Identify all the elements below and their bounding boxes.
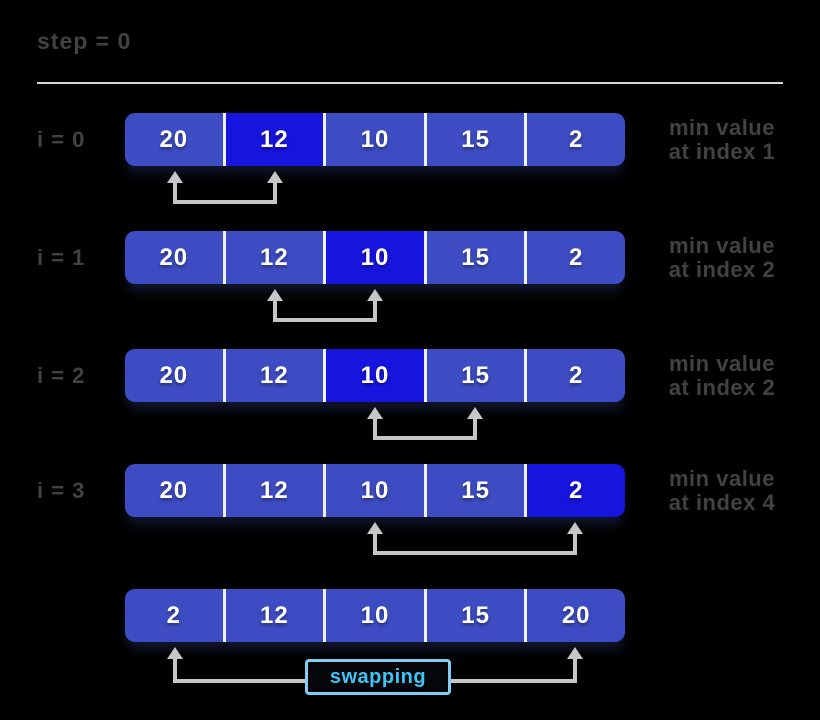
swapping-label: swapping [329, 665, 427, 688]
arrow-line [373, 417, 377, 440]
step-label: step = 0 [37, 28, 132, 54]
array-cell: 2 [524, 349, 625, 402]
array-row: 20 12 10 15 2 [125, 349, 625, 402]
array-cell: 12 [222, 231, 324, 284]
array-cell: 20 [524, 589, 625, 642]
array-cell: 10 [323, 113, 424, 166]
min-value-caption: min value at index 2 [648, 352, 796, 400]
arrow-line [273, 318, 377, 322]
array-cell: 12 [222, 589, 324, 642]
array-cell: 10 [323, 231, 424, 284]
arrow-line [373, 532, 377, 555]
caption-line-2: at index 2 [668, 375, 776, 400]
arrow-line [373, 299, 377, 322]
caption-line-2: at index 1 [668, 139, 776, 164]
array-cell: 15 [423, 464, 525, 517]
array-cell: 20 [125, 464, 223, 517]
array-cell: 10 [323, 464, 424, 517]
arrow-line [173, 200, 277, 204]
compare-arrow [167, 171, 283, 204]
arrowhead-up-icon [167, 171, 183, 183]
array-cell: 10 [323, 349, 424, 402]
caption-line-1: min value [669, 233, 775, 258]
row-index-label: i = 3 [37, 478, 86, 503]
array-row: 2 12 10 15 20 [125, 589, 625, 642]
compare-arrow [367, 407, 483, 440]
arrow-line [173, 181, 177, 204]
arrow-line [273, 299, 277, 322]
array-cell: 2 [524, 231, 625, 284]
arrow-line [573, 657, 577, 683]
caption-line-1: min value [669, 351, 775, 376]
array-cell: 20 [125, 349, 223, 402]
row-index-label: i = 1 [37, 245, 86, 270]
array-cell: 2 [125, 589, 223, 642]
array-cell: 2 [524, 464, 625, 517]
array-cell: 15 [423, 349, 525, 402]
array-cell: 12 [222, 349, 324, 402]
array-cell: 12 [222, 464, 324, 517]
array-cell: 10 [323, 589, 424, 642]
array-cell: 2 [524, 113, 625, 166]
arrowhead-up-icon [367, 289, 383, 301]
arrowhead-up-icon [367, 522, 383, 534]
arrow-line [573, 532, 577, 555]
row-index-label: i = 2 [37, 363, 86, 388]
arrow-line [373, 551, 577, 555]
min-value-caption: min value at index 2 [648, 234, 796, 282]
array-cell: 20 [125, 231, 223, 284]
arrowhead-up-icon [267, 289, 283, 301]
arrowhead-up-icon [567, 647, 583, 659]
arrowhead-up-icon [267, 171, 283, 183]
arrowhead-up-icon [467, 407, 483, 419]
caption-line-2: at index 4 [668, 490, 776, 515]
caption-line-2: at index 2 [668, 257, 776, 282]
arrow-line [373, 436, 477, 440]
row-index-label: i = 0 [37, 127, 86, 152]
array-cell: 15 [423, 113, 525, 166]
array-cell: 20 [125, 113, 223, 166]
arrowhead-up-icon [167, 647, 183, 659]
min-value-caption: min value at index 4 [648, 467, 796, 515]
arrow-line [473, 417, 477, 440]
caption-line-1: min value [669, 115, 775, 140]
min-value-caption: min value at index 1 [648, 116, 796, 164]
arrow-line [173, 657, 177, 683]
arrowhead-up-icon [567, 522, 583, 534]
array-cell: 15 [423, 589, 525, 642]
array-row: 20 12 10 15 2 [125, 113, 625, 166]
arrow-line [273, 181, 277, 204]
compare-arrow [267, 289, 383, 322]
array-cell: 12 [222, 113, 324, 166]
caption-line-1: min value [669, 466, 775, 491]
divider-rule [37, 82, 783, 84]
arrowhead-up-icon [367, 407, 383, 419]
array-row: 20 12 10 15 2 [125, 464, 625, 517]
array-cell: 15 [423, 231, 525, 284]
swapping-callout: swapping [305, 659, 451, 695]
array-row: 20 12 10 15 2 [125, 231, 625, 284]
compare-arrow [367, 522, 583, 555]
